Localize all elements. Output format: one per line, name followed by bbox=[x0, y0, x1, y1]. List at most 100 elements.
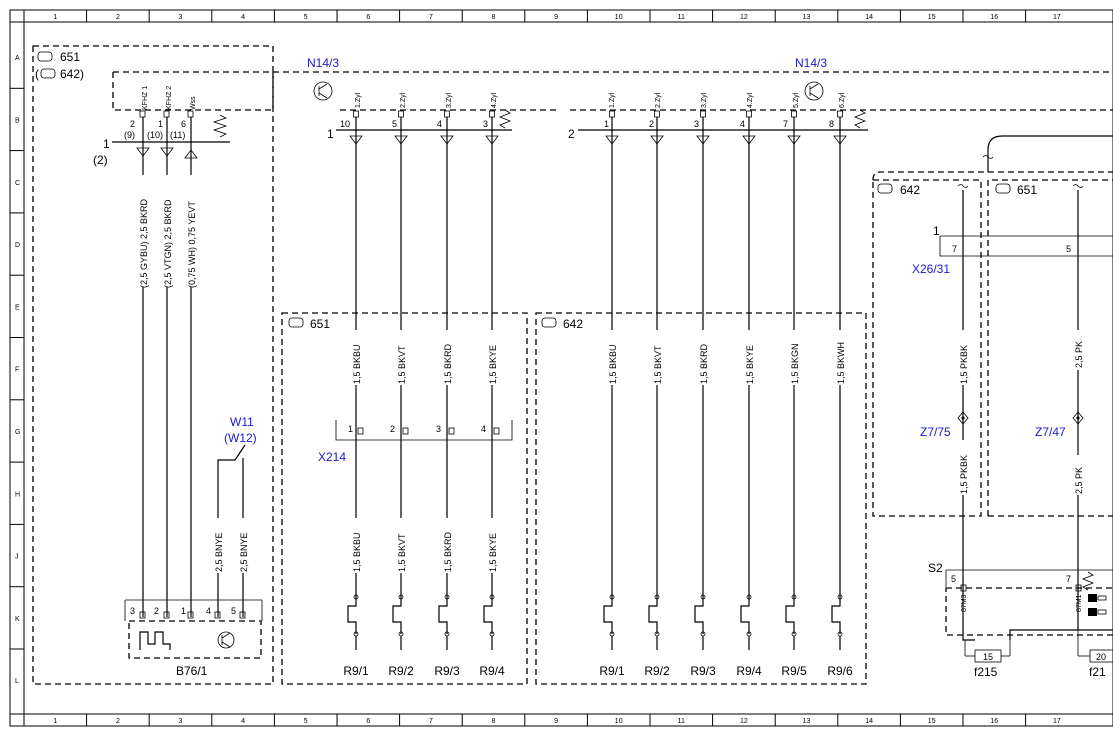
svg-text:651: 651 bbox=[1017, 183, 1037, 197]
svg-text:642: 642 bbox=[563, 317, 583, 331]
svg-text:4: 4 bbox=[481, 424, 486, 434]
variant-651-mid-label: 651 bbox=[288, 317, 330, 331]
svg-text:2,5 BNYE: 2,5 BNYE bbox=[239, 532, 249, 572]
glow-plug-circuit-right: 1,5 BKGN R9/5 bbox=[781, 110, 807, 678]
n14-3-unit-outline bbox=[112, 71, 1113, 111]
wire-label: 1,5 BKBU bbox=[608, 344, 618, 384]
svg-text:4.Zyl: 4.Zyl bbox=[747, 92, 754, 108]
grid-column-label: 13 bbox=[803, 14, 811, 21]
wire-label: 1,5 BKVT bbox=[653, 345, 663, 384]
svg-text:Z7/47: Z7/47 bbox=[1035, 425, 1066, 439]
w11-ground: W11 (W12) 2,5 BNYE 2,5 BNYE bbox=[212, 415, 257, 617]
svg-text:2: 2 bbox=[130, 119, 135, 129]
glow-plug-label: R9/3 bbox=[690, 664, 716, 678]
svg-text:3: 3 bbox=[694, 119, 699, 129]
wire-label: 1,5 BKWH bbox=[836, 342, 846, 384]
svg-text:Z7/75: Z7/75 bbox=[920, 425, 951, 439]
glow-plug-label: R9/1 bbox=[599, 664, 625, 678]
wire-label-upper: 1,5 BKRD bbox=[443, 343, 453, 384]
glow-plug-circuit-right: 1,5 BKBU R9/1 bbox=[599, 110, 625, 678]
wire-label-lower: 1,5 BKVT bbox=[397, 533, 407, 572]
grid-row-label: G bbox=[15, 429, 20, 436]
wire-label-upper: 1,5 BKVT bbox=[397, 345, 407, 384]
svg-text:2: 2 bbox=[568, 127, 575, 141]
grid-column-label: 2 bbox=[116, 718, 120, 725]
svg-text:7: 7 bbox=[783, 119, 788, 129]
svg-text:2.Zyl: 2.Zyl bbox=[655, 92, 662, 108]
b76-1-sensor: 3 2 1 4 5 B76/1 bbox=[124, 599, 263, 678]
svg-text:1: 1 bbox=[348, 424, 353, 434]
svg-text:4: 4 bbox=[740, 119, 745, 129]
svg-text:2,5 PK: 2,5 PK bbox=[1074, 467, 1084, 494]
glow-plug-label: R9/5 bbox=[781, 664, 807, 678]
grid-column-label: 13 bbox=[803, 718, 811, 725]
svg-text:(9): (9) bbox=[124, 130, 135, 140]
wire-label-upper: 1,5 BKBU bbox=[352, 344, 362, 384]
svg-text:5.Zyl: 5.Zyl bbox=[793, 92, 800, 108]
variant-box-642-mid bbox=[535, 312, 867, 685]
svg-text:1: 1 bbox=[103, 137, 110, 151]
grid-column-label: 4 bbox=[241, 14, 245, 21]
svg-text:(11): (11) bbox=[170, 130, 185, 140]
svg-text:5: 5 bbox=[392, 119, 397, 129]
grid-column-label: 15 bbox=[928, 14, 936, 21]
svg-text:5: 5 bbox=[951, 574, 956, 584]
grid-column-label: 9 bbox=[554, 14, 558, 21]
grid-column-label: 16 bbox=[990, 14, 998, 21]
glow-plug-circuit-left: 1,5 BKBU 1,5 BKBU R9/1 bbox=[343, 110, 369, 678]
svg-text:(: ( bbox=[35, 67, 39, 81]
variant-box-651-mid bbox=[281, 312, 528, 685]
grid-row-label: K bbox=[15, 616, 20, 623]
wire-label-upper: 1,5 BKYE bbox=[488, 345, 498, 384]
left-wires: (2,5 GYBU) 2,5 BKRD (2,5 VTGN) 2,5 BKRD … bbox=[136, 117, 198, 617]
svg-text:87M3: 87M3 bbox=[961, 594, 968, 612]
svg-text:4.Zyl: 4.Zyl bbox=[491, 92, 498, 108]
svg-text:7: 7 bbox=[1066, 574, 1071, 584]
svg-text:2: 2 bbox=[649, 119, 654, 129]
grid-row-label: E bbox=[15, 304, 20, 311]
x214-connector: 1 2 3 4 X214 bbox=[318, 420, 513, 464]
connector-1-cylinders: 1 1.Zyl 2.Zyl 3.Zyl 4.Zyl 10 5 4 3 bbox=[327, 92, 512, 141]
svg-text:1: 1 bbox=[158, 119, 163, 129]
svg-text:f21: f21 bbox=[1089, 665, 1106, 679]
svg-text:B76/1: B76/1 bbox=[176, 664, 208, 678]
wire-label: 1,5 BKGN bbox=[790, 343, 800, 384]
svg-text:1.Zyl: 1.Zyl bbox=[609, 92, 616, 108]
grid-column-label: 5 bbox=[304, 718, 308, 725]
svg-text:W11: W11 bbox=[230, 415, 254, 429]
svg-text:X214: X214 bbox=[318, 450, 346, 464]
glow-plug-label: R9/1 bbox=[343, 664, 369, 678]
svg-text:(0,75 WH) 0,75 YEVT: (0,75 WH) 0,75 YEVT bbox=[187, 201, 197, 288]
wire-label-lower: 1,5 BKBU bbox=[352, 532, 362, 572]
svg-text:X26/31: X26/31 bbox=[912, 262, 950, 276]
grid-column-label: 3 bbox=[179, 14, 183, 21]
svg-text:3.Zyl: 3.Zyl bbox=[701, 92, 708, 108]
svg-text:642): 642) bbox=[60, 67, 84, 81]
connector-1-left: KFHZ 1 KFHZ 2 Wss 2 1 6 (9) (10) (11) 1 … bbox=[93, 86, 230, 167]
svg-text:2: 2 bbox=[390, 424, 395, 434]
grid-row-label: J bbox=[15, 554, 19, 561]
glow-plug-label: R9/4 bbox=[736, 664, 762, 678]
variant-box-651-642 bbox=[32, 45, 274, 685]
svg-text:2: 2 bbox=[154, 606, 159, 616]
grid-column-label: 1 bbox=[53, 14, 57, 21]
svg-text:4: 4 bbox=[437, 119, 442, 129]
svg-text:1: 1 bbox=[181, 606, 186, 616]
svg-text:1: 1 bbox=[604, 119, 609, 129]
svg-text:3.Zyl: 3.Zyl bbox=[446, 92, 453, 108]
grid-column-label: 16 bbox=[990, 718, 998, 725]
grid-row-label: D bbox=[15, 242, 20, 249]
variant-642-label: ( 642) bbox=[35, 67, 84, 81]
svg-text:N14/3: N14/3 bbox=[795, 56, 827, 70]
svg-text:87M1: 87M1 bbox=[1076, 594, 1083, 612]
grid-column-label: 8 bbox=[492, 14, 496, 21]
svg-text:3: 3 bbox=[436, 424, 441, 434]
svg-text:Wss: Wss bbox=[190, 96, 197, 110]
connector-2-cylinders: 2 1.Zyl 2.Zyl 3.Zyl 4.Zyl 5.Zyl 6.Zyl 1 … bbox=[568, 92, 868, 141]
svg-text:(10): (10) bbox=[147, 130, 163, 140]
